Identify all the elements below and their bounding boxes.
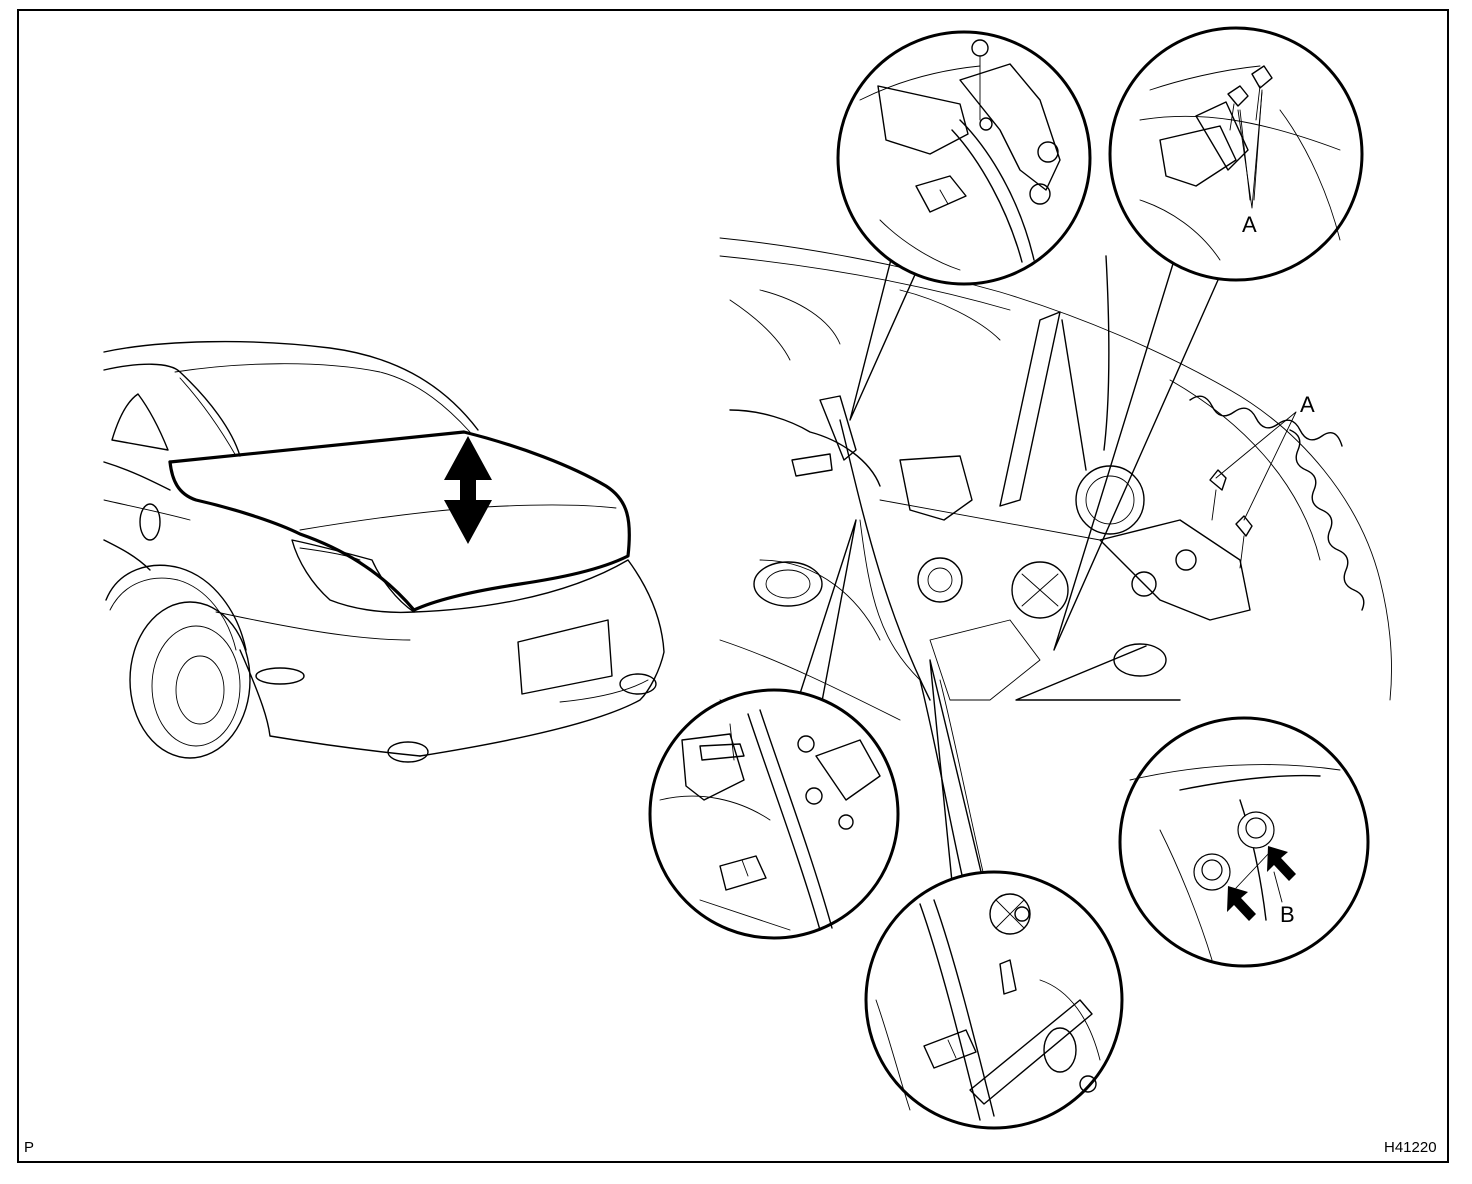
detail-circle-bolts-a [1108, 26, 1364, 282]
corner-mark: P [24, 1139, 35, 1156]
label-a-top-leader [1237, 91, 1263, 209]
label-a-top: A [1242, 212, 1257, 237]
arrow-icon [1267, 846, 1296, 881]
arrow-icon [1227, 886, 1256, 921]
detail-circle-hood-latch-top [836, 30, 1092, 286]
label-a-right: A [1300, 392, 1315, 417]
frame-border [17, 9, 1449, 1163]
figure-code: H41220 [1384, 1139, 1437, 1156]
label-b: B [1280, 902, 1295, 927]
label-b-leader [1273, 871, 1283, 903]
car-illustration [103, 340, 665, 763]
detail-circle-lock-left [648, 688, 900, 940]
callout-leaders [795, 231, 1219, 883]
detail-circle-latch-bottom [864, 870, 1124, 1130]
up-down-arrow-icon [444, 436, 492, 544]
detail-circle-nuts-b [1118, 716, 1370, 968]
